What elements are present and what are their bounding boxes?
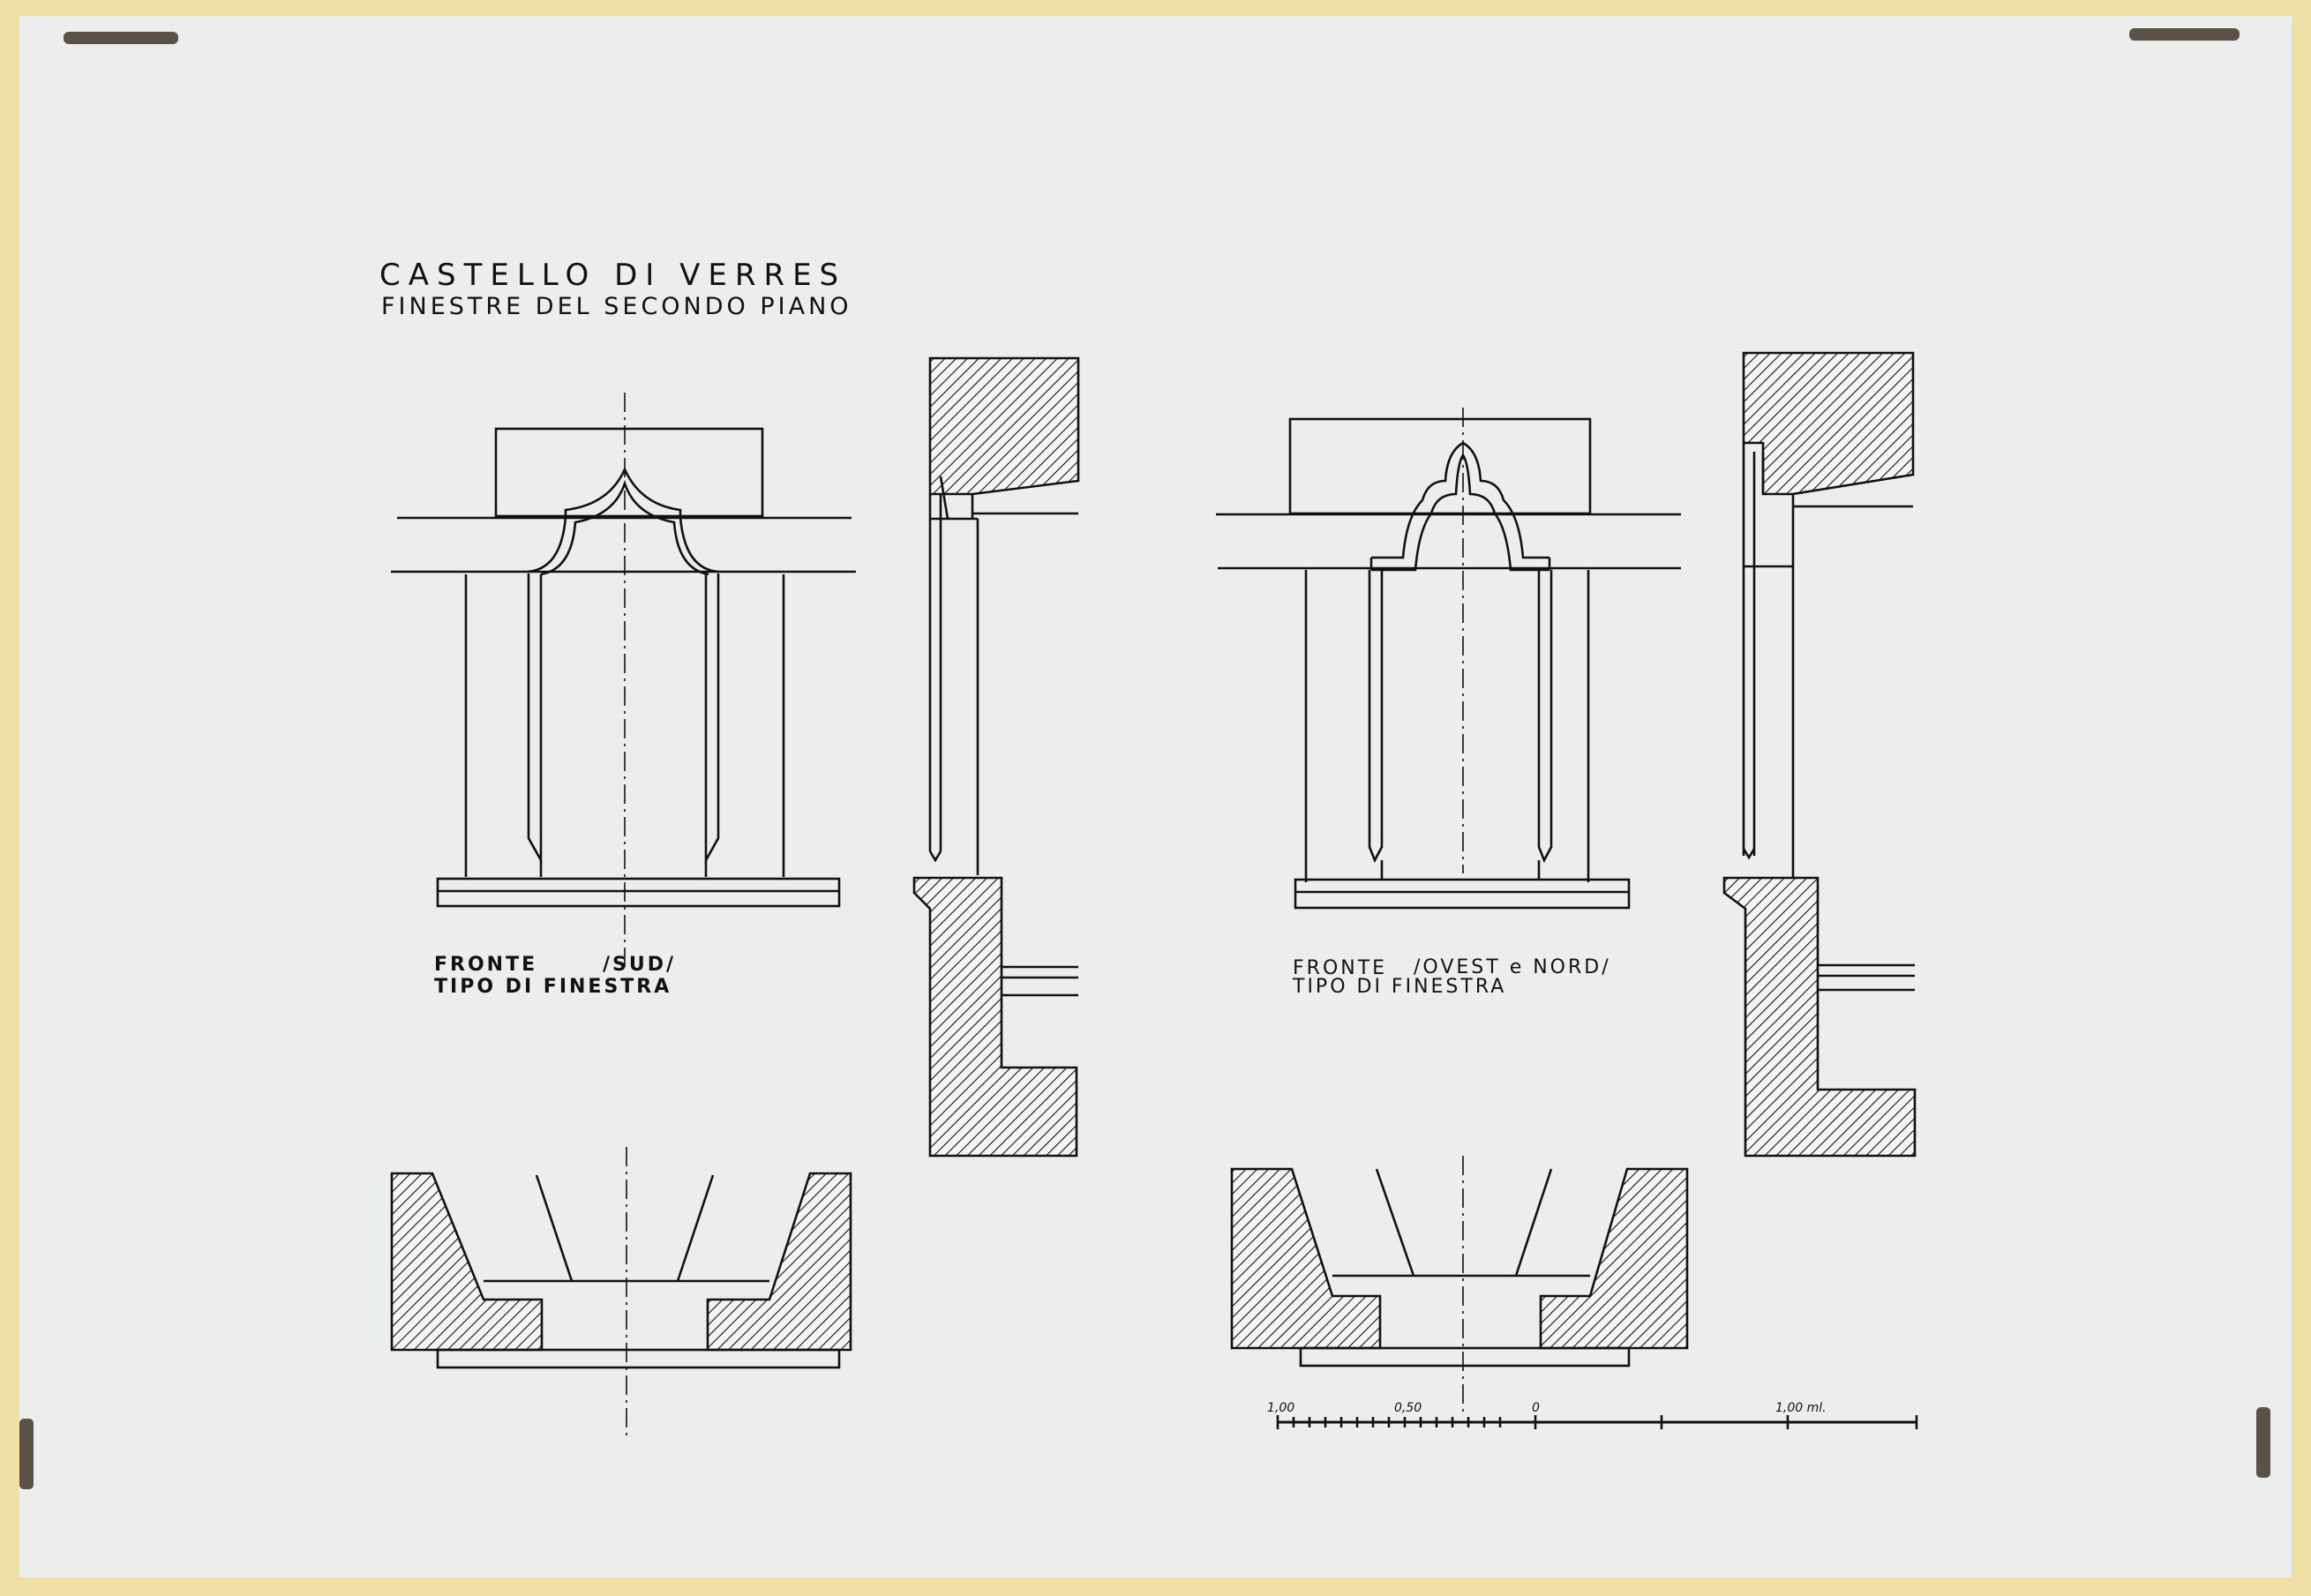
sheet-title: CASTELLO DI VERRES: [379, 258, 846, 293]
sheet-subtitle: FINESTRE DEL SECONDO PIANO: [381, 293, 852, 320]
left-caption-type: TIPO DI FINESTRA: [434, 976, 672, 998]
scale-label-zero: 0: [1532, 1401, 1540, 1415]
right-caption-orientation: /OVEST e NORD/: [1414, 956, 1611, 978]
right-caption-type: TIPO DI FINESTRA: [1292, 976, 1506, 998]
right-window-section: [1722, 351, 1917, 1158]
scale-label-right: 1,00 ml.: [1775, 1401, 1827, 1415]
left-caption-orientation: /SUD/: [603, 954, 676, 976]
left-window-elevation: [391, 393, 856, 970]
right-window-plan: [1230, 1156, 1689, 1412]
left-window-section: [912, 356, 1080, 1158]
scale-label-left: 1,00: [1267, 1401, 1294, 1415]
scale-bar: [1276, 1415, 1918, 1429]
right-caption-fronte: FRONTE: [1293, 957, 1387, 979]
right-window-elevation: [1216, 408, 1681, 910]
paper-clip-icon: [19, 28, 2270, 1489]
left-window-plan: [390, 1147, 852, 1438]
paper-sheet: [19, 16, 2292, 1577]
scale-label-mid: 0,50: [1394, 1401, 1422, 1415]
left-caption-fronte: FRONTE: [434, 954, 537, 976]
